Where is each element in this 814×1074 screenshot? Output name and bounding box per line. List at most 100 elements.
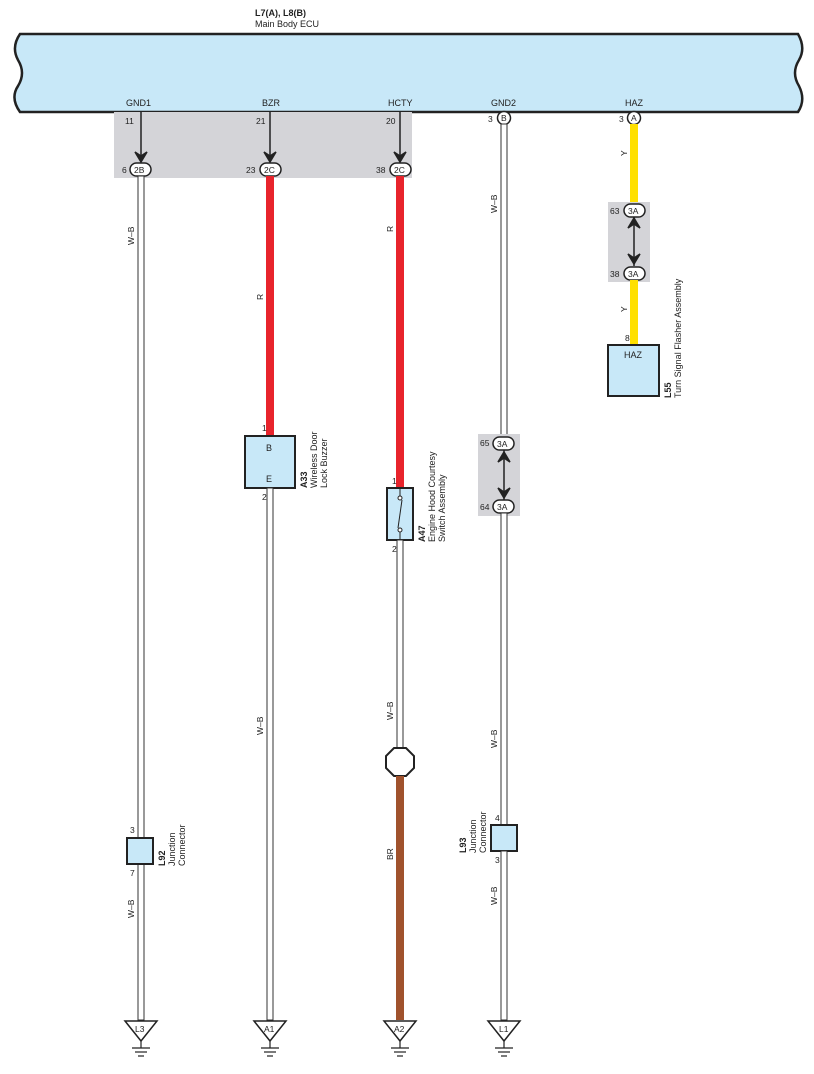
gnd2-joint-pin-top: 65 bbox=[480, 438, 490, 448]
gnd1-junction-id: 2B bbox=[134, 165, 145, 175]
ground-l1: L1 bbox=[486, 1020, 522, 1057]
wire-gnd2-top bbox=[500, 123, 508, 437]
component-l92: 3 7 L92 Junction Connector bbox=[126, 824, 187, 878]
ground-a1: A1 bbox=[252, 1020, 288, 1057]
l92-pin-top: 3 bbox=[130, 825, 135, 835]
hcty-junction-pin: 38 bbox=[376, 165, 386, 175]
gnd2-wire-color: W–B bbox=[489, 194, 499, 213]
wire-haz-bottom bbox=[630, 280, 638, 344]
l92-code: L92 bbox=[157, 850, 167, 866]
terminal-gnd2: GND2 bbox=[491, 98, 516, 108]
component-a47: 1 2 A47 Engine Hood Courtesy Switch Asse… bbox=[386, 451, 447, 554]
component-l93: 4 3 L93 Junction Connector bbox=[458, 811, 518, 865]
wire-gnd2-bottom bbox=[500, 850, 508, 1021]
terminal-bzr: BZR bbox=[262, 98, 281, 108]
terminal-gnd1: GND1 bbox=[126, 98, 151, 108]
gnd2-connector: 3 B bbox=[488, 110, 512, 126]
bzr-junction-pin: 23 bbox=[246, 165, 256, 175]
splice-octagon bbox=[385, 747, 415, 777]
l55-code: L55 bbox=[663, 382, 673, 398]
wire-bzr-wb bbox=[266, 487, 274, 1021]
a47-name-1: Engine Hood Courtesy bbox=[427, 451, 437, 542]
ground-l1-label: L1 bbox=[499, 1024, 509, 1034]
bzr-junction-id: 2C bbox=[264, 165, 275, 175]
a33-pin-top: 1 bbox=[262, 423, 267, 433]
wire-bzr-red bbox=[266, 176, 274, 436]
component-a33: 1 B E 2 A33 Wireless Door Lock Buzzer bbox=[244, 423, 329, 502]
gnd1-junction-pin: 6 bbox=[122, 165, 127, 175]
wire-hcty-red bbox=[396, 176, 404, 488]
hcty-junction-id: 2C bbox=[394, 165, 405, 175]
ecu-name: Main Body ECU bbox=[255, 19, 319, 29]
switch-icon bbox=[397, 488, 403, 540]
haz-joint-id-top: 3A bbox=[628, 206, 639, 216]
bzr-wire-color: R bbox=[255, 294, 265, 300]
hcty-wire-color-bottom: BR bbox=[385, 848, 395, 860]
junction-connector-2c-bzr: 23 2C bbox=[246, 162, 282, 177]
terminal-hcty: HCTY bbox=[388, 98, 413, 108]
l93-name-1: Junction bbox=[468, 819, 478, 853]
l92-pin-bottom: 7 bbox=[130, 868, 135, 878]
junction-internal-links bbox=[134, 112, 407, 164]
gnd2-joint-pin-bottom: 64 bbox=[480, 502, 490, 512]
ecu-box bbox=[13, 32, 804, 114]
gnd2-ecu-pin: 3 bbox=[488, 114, 493, 124]
ecu-code: L7(A), L8(B) bbox=[255, 8, 306, 18]
a47-code: A47 bbox=[417, 525, 427, 542]
haz-wire-color-top: Y bbox=[619, 150, 629, 156]
gnd1-wire-color-bottom: W–B bbox=[126, 899, 136, 918]
ground-l3-label: L3 bbox=[135, 1024, 145, 1034]
gnd2-joint-id-bottom: 3A bbox=[497, 502, 508, 512]
gnd2-joint-id-top: 3A bbox=[497, 439, 508, 449]
a47-pin-top: 1 bbox=[392, 476, 397, 486]
terminal-haz: HAZ bbox=[625, 98, 644, 108]
a33-terminal-top: B bbox=[266, 443, 272, 453]
hcty-wire-color: R bbox=[385, 226, 395, 232]
bzr-ecu-pin: 21 bbox=[256, 116, 266, 126]
a33-name-1: Wireless Door bbox=[309, 431, 319, 488]
gnd2-connector-id: B bbox=[501, 113, 507, 123]
gnd2-wire-color-bottom: W–B bbox=[489, 886, 499, 905]
wire-gnd2-mid bbox=[500, 512, 508, 826]
bzr-wire-color-bottom: W–B bbox=[255, 716, 265, 735]
gnd1-wire-color-top: W–B bbox=[126, 226, 136, 245]
wire-gnd1 bbox=[137, 175, 145, 1021]
a47-pin-bottom: 2 bbox=[392, 544, 397, 554]
haz-wire-color-bottom: Y bbox=[619, 306, 629, 312]
gnd2-joint: 65 3A 64 3A bbox=[478, 434, 520, 516]
ecu-title: L7(A), L8(B) Main Body ECU bbox=[255, 8, 319, 29]
junction-connector-2c-hcty: 38 2C bbox=[376, 162, 412, 177]
haz-connector: 3 A bbox=[619, 110, 642, 126]
l92-name-2: Connector bbox=[177, 824, 187, 866]
ground-a1-label: A1 bbox=[264, 1024, 275, 1034]
haz-joint-pin-bottom: 38 bbox=[610, 269, 620, 279]
a33-pin-bottom: 2 bbox=[262, 492, 267, 502]
l93-pin-bottom: 3 bbox=[495, 855, 500, 865]
l55-pin: 8 bbox=[625, 333, 630, 343]
a47-name-2: Switch Assembly bbox=[437, 474, 447, 542]
hcty-wire-color-mid: W–B bbox=[385, 701, 395, 720]
a33-code: A33 bbox=[299, 471, 309, 488]
l92-name-1: Junction bbox=[167, 832, 177, 866]
haz-joint: 63 3A 38 3A bbox=[608, 202, 650, 282]
wire-hcty-brown bbox=[396, 776, 404, 1020]
ground-l3: L3 bbox=[123, 1020, 159, 1057]
a33-name-2: Lock Buzzer bbox=[319, 438, 329, 488]
l93-name-2: Connector bbox=[478, 811, 488, 853]
ground-a2: A2 bbox=[382, 1020, 418, 1057]
haz-connector-id: A bbox=[631, 113, 637, 123]
l55-name: Turn Signal Flasher Assembly bbox=[673, 278, 683, 398]
wire-haz-top bbox=[630, 124, 638, 204]
junction-connector-2b: 6 2B bbox=[122, 162, 152, 177]
hcty-ecu-pin: 20 bbox=[386, 116, 396, 126]
wire-hcty-wb bbox=[396, 539, 404, 749]
a33-terminal-bottom: E bbox=[266, 474, 272, 484]
haz-joint-id-bottom: 3A bbox=[628, 269, 639, 279]
gnd1-ecu-pin: 11 bbox=[125, 116, 134, 126]
gnd2-wire-color-mid: W–B bbox=[489, 729, 499, 748]
l55-terminal: HAZ bbox=[624, 350, 643, 360]
haz-ecu-pin: 3 bbox=[619, 114, 624, 124]
l93-pin-top: 4 bbox=[495, 813, 500, 823]
component-l55: 8 HAZ L55 Turn Signal Flasher Assembly bbox=[607, 278, 683, 398]
